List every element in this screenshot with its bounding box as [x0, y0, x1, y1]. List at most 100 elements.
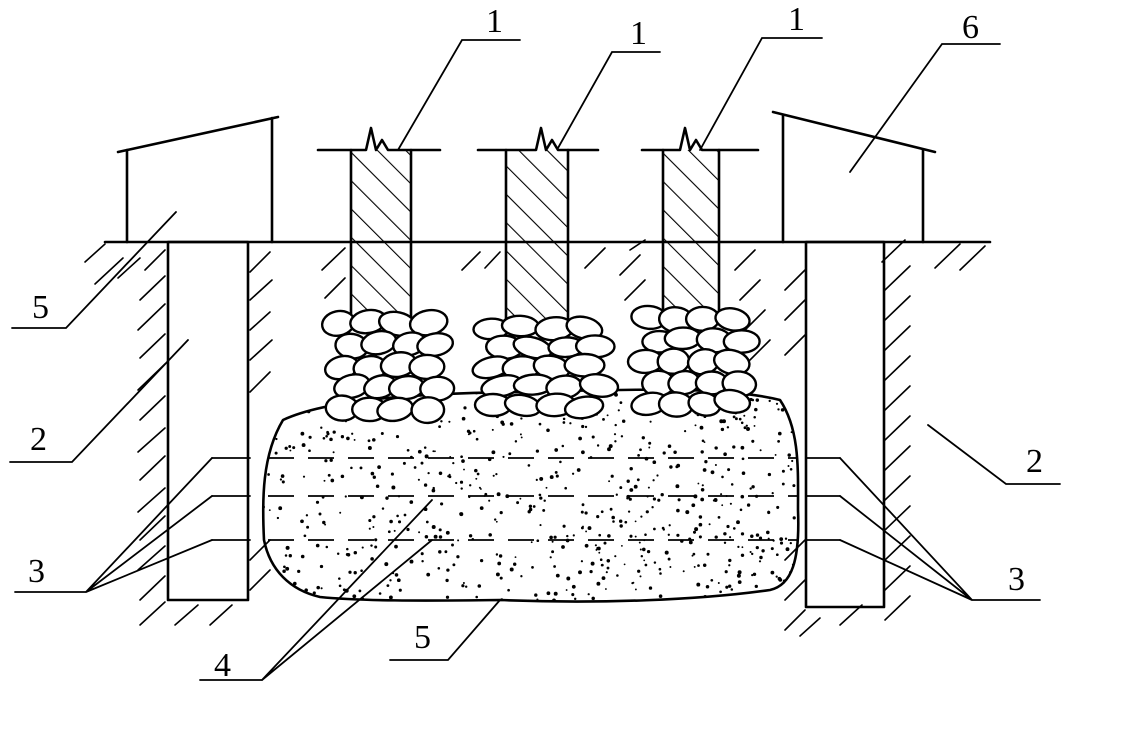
grout-dot: [340, 435, 345, 439]
grout-dot: [551, 540, 554, 543]
grout-dot: [484, 492, 488, 496]
grout-dot: [300, 431, 305, 436]
grout-dot: [792, 516, 796, 520]
grout-dot: [385, 496, 389, 500]
grout-dot: [566, 576, 571, 581]
grout-dot: [413, 466, 417, 469]
grout-dot: [348, 570, 352, 574]
grout-dot: [656, 474, 659, 477]
grout-dot: [780, 408, 785, 412]
grout-dot: [459, 480, 464, 484]
grout-dot: [598, 551, 601, 554]
grout-dot: [643, 559, 646, 562]
grout-dot: [324, 523, 327, 526]
grout-dot: [581, 424, 585, 429]
grout-dot: [620, 435, 624, 438]
grout-dot: [603, 541, 607, 545]
grout-dot: [553, 535, 557, 539]
grout-dot: [771, 491, 774, 495]
grout-dot: [658, 594, 663, 598]
grout-dot: [301, 443, 306, 448]
grout-dot: [488, 533, 492, 537]
grout-dot: [562, 417, 566, 421]
grout-dot: [611, 515, 615, 520]
grout-dot: [553, 591, 558, 596]
grout-dot: [767, 472, 772, 477]
grout-dot: [339, 511, 342, 514]
grout-dot: [717, 582, 720, 584]
grout-dot: [502, 455, 505, 458]
grout-dot: [732, 415, 736, 419]
grout-dot: [702, 468, 707, 472]
grout-dot: [507, 588, 510, 592]
grout-dot: [539, 496, 543, 500]
grout-dot: [571, 584, 576, 589]
grout-dot: [374, 538, 378, 542]
grout-dot: [729, 502, 732, 505]
grout-dot: [266, 593, 270, 598]
grout-dot: [602, 418, 605, 421]
grout-dot: [758, 560, 762, 563]
grout-dot: [766, 530, 770, 535]
label-water-left: 3: [28, 553, 45, 590]
grout-dot: [406, 448, 410, 452]
grout-dot: [561, 545, 565, 549]
grout-dot: [460, 487, 463, 490]
grout-dot: [698, 535, 702, 539]
grout-dot: [614, 555, 617, 558]
grout-dot: [270, 414, 274, 418]
grout-dot: [398, 588, 402, 592]
grout-dot: [279, 478, 283, 481]
grout-dot: [673, 450, 677, 454]
grout-dot: [573, 597, 577, 601]
grout-dot: [285, 545, 290, 550]
grout-dot: [640, 554, 644, 558]
grout-dot: [527, 510, 531, 514]
grout-dot: [538, 422, 542, 426]
grout-dot: [578, 436, 582, 441]
grout-dot: [692, 530, 697, 534]
grout-dot: [395, 435, 400, 439]
grout-dot: [531, 566, 534, 569]
grout-dot: [604, 588, 607, 590]
grout-dot: [423, 483, 428, 487]
grout-dot: [787, 465, 790, 467]
grout-dot: [591, 596, 595, 601]
grout-dot: [390, 472, 394, 476]
grout-dot: [513, 562, 517, 566]
grout-dot: [758, 387, 760, 389]
grout-dot: [440, 420, 443, 423]
labels: 1 1 1 6 5 2 2 3 3 4 5: [28, 1, 1043, 684]
grout-dot: [437, 567, 441, 570]
grout-dot: [300, 554, 305, 559]
grout-dot: [759, 555, 763, 560]
grout-dot: [634, 520, 637, 523]
label-building-left: 5: [32, 289, 49, 326]
grout-dot: [388, 595, 393, 600]
grout-dot: [378, 592, 382, 595]
grout-dot: [495, 572, 500, 577]
building-left: [116, 115, 280, 244]
grout-dot: [406, 527, 410, 532]
grout-dot: [629, 488, 634, 492]
grout-dot: [303, 534, 307, 538]
grout-dot: [658, 567, 662, 571]
grout-dot: [676, 508, 680, 513]
grout-dot: [352, 594, 357, 599]
grout-dot: [725, 585, 729, 589]
grout-dot: [580, 560, 584, 563]
grout-dot: [719, 590, 722, 594]
grout-dot: [700, 450, 704, 454]
grout-dot: [377, 465, 381, 469]
grout-dot: [488, 499, 491, 502]
grout-dot: [628, 497, 632, 501]
grout-dot: [732, 527, 736, 530]
grout-dot: [274, 451, 278, 455]
grout-dot: [263, 505, 265, 509]
grout-dot: [768, 399, 771, 403]
grout-dot: [340, 474, 345, 479]
grout-dot: [448, 420, 451, 423]
grout-dot: [657, 498, 661, 502]
grout-dot: [263, 568, 265, 573]
grout-dot: [500, 420, 505, 425]
